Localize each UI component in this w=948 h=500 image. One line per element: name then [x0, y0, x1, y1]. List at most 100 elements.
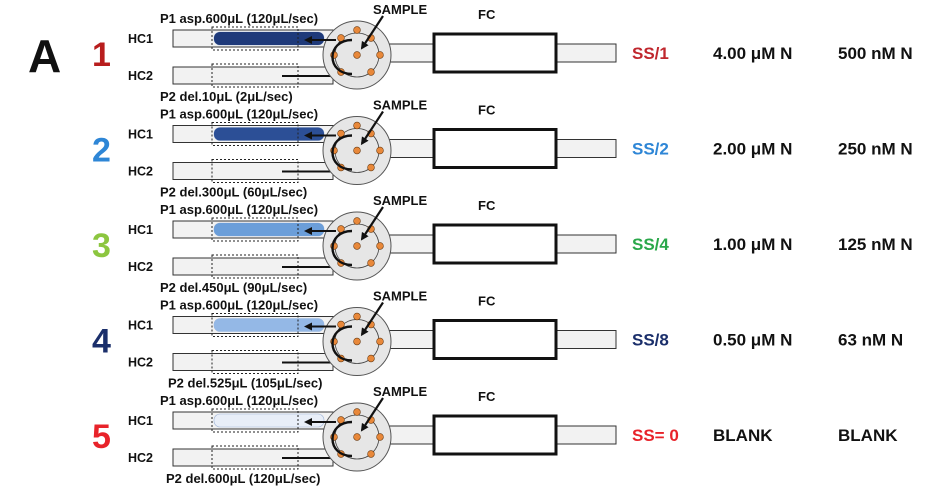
hc1-dotted-box — [211, 217, 299, 242]
p2-deliver-label: P2 del.450μL (90μL/sec) — [160, 280, 307, 295]
concentration-nm: 500 nM N — [838, 44, 913, 63]
sample-label: SAMPLE — [373, 98, 428, 113]
hc1-liquid — [214, 127, 324, 141]
concentration-um: BLANK — [713, 426, 773, 445]
hc1-label: HC1 — [128, 128, 153, 142]
flow-cell-box — [432, 414, 558, 456]
sample-arrow — [360, 397, 384, 432]
p2-deliver-label: P2 del.300μL (60μL/sec) — [160, 185, 307, 200]
dilution-ratio: SS/2 — [632, 140, 669, 159]
p2-deliver-label: P2 del.10μL (2μL/sec) — [160, 89, 293, 104]
dilution-ratio: SS/4 — [632, 235, 669, 254]
valve-loop — [331, 420, 353, 458]
flow-cell-box — [432, 319, 558, 360]
concentration-nm: 63 nM N — [838, 331, 903, 350]
hc2-label: HC2 — [128, 165, 153, 179]
concentration-um: 4.00 μM N — [713, 44, 792, 63]
valve-port-8 — [353, 337, 361, 346]
dilution-step-2: 2 P1 asp.600μL (120μL/sec) SAMPLE FC HC1HC2P… — [92, 98, 913, 200]
dilution-step-3: 3 P1 asp.600μL (120μL/sec) SAMPLE FC HC1HC2P… — [92, 193, 913, 295]
hc1-liquid — [214, 223, 324, 236]
fc-label: FC — [478, 198, 496, 213]
hc1-label: HC1 — [128, 414, 153, 428]
panel-label: A — [28, 30, 61, 82]
fc-label: FC — [478, 389, 496, 404]
p1-aspirate-label: P1 asp.600μL (120μL/sec) — [160, 11, 318, 26]
concentration-nm: BLANK — [838, 426, 898, 445]
sample-arrow — [360, 15, 384, 50]
hc2-label: HC2 — [128, 451, 153, 465]
hc1-dotted-box — [211, 122, 299, 146]
valve-loop — [331, 229, 353, 267]
valve-loop — [331, 134, 353, 171]
step-number: 4 — [92, 323, 111, 361]
valve-port-8 — [353, 51, 361, 59]
valve-port-6 — [367, 450, 375, 458]
p1-aspirate-label: P1 asp.600μL (120μL/sec) — [160, 393, 318, 408]
sample-label: SAMPLE — [373, 2, 428, 17]
valve-port-7 — [353, 312, 361, 321]
flow-cell-box — [432, 32, 558, 74]
valve-port-8 — [353, 242, 361, 250]
dilution-step-4: 4 P1 asp.600μL (120μL/sec) SAMPLE FC HC1HC2P… — [92, 289, 903, 391]
sample-arrow — [360, 301, 384, 337]
dilution-ratio: SS/1 — [632, 44, 669, 63]
concentration-um: 1.00 μM N — [713, 235, 792, 254]
valve-port-6 — [367, 259, 375, 267]
valve-port-4 — [376, 433, 384, 441]
dilution-ratio: SS/8 — [632, 331, 669, 350]
fc-label: FC — [478, 103, 496, 118]
hc1-dotted-box — [211, 26, 299, 51]
hc1-label: HC1 — [128, 223, 153, 237]
valve-loop — [331, 38, 353, 76]
hc2-label: HC2 — [128, 356, 153, 370]
hc1-dotted-box — [211, 408, 299, 433]
step-number: 2 — [92, 132, 111, 170]
fc-label: FC — [478, 294, 496, 309]
sample-label: SAMPLE — [373, 193, 428, 208]
hc1-dotted-box — [211, 313, 299, 337]
step-number: 3 — [92, 227, 111, 265]
valve-port-7 — [353, 121, 361, 130]
valve-loop — [331, 325, 353, 362]
valve-port-6 — [367, 354, 375, 363]
hc1-liquid — [214, 318, 324, 332]
p1-aspirate-label: P1 asp.600μL (120μL/sec) — [160, 202, 318, 217]
dilution-ratio: SS= 0 — [632, 426, 679, 445]
sample-arrow — [360, 110, 384, 146]
p2-deliver-label: P2 del.525μL (105μL/sec) — [168, 376, 322, 391]
hc1-label: HC1 — [128, 32, 153, 46]
valve-port-6 — [367, 68, 375, 76]
flow-cell-box — [432, 223, 558, 265]
concentration-um: 2.00 μM N — [713, 140, 792, 159]
p1-aspirate-label: P1 asp.600μL (120μL/sec) — [160, 298, 318, 313]
flow-cell-box — [432, 128, 558, 169]
hc1-liquid — [214, 32, 324, 45]
valve-port-6 — [367, 163, 375, 172]
hc1-label: HC1 — [128, 319, 153, 333]
valve-port-8 — [353, 146, 361, 155]
dilution-step-5: 5 P1 asp.600μL (120μL/sec) SAMPLE FC HC1HC2P… — [92, 384, 898, 486]
step-number: 1 — [92, 36, 111, 74]
concentration-nm: 250 nM N — [838, 140, 913, 159]
valve-port-4 — [376, 51, 384, 59]
sample-arrow — [360, 206, 384, 241]
concentration-um: 0.50 μM N — [713, 331, 792, 350]
p1-aspirate-label: P1 asp.600μL (120μL/sec) — [160, 107, 318, 122]
valve-port-4 — [376, 146, 384, 155]
concentration-nm: 125 nM N — [838, 235, 913, 254]
valve-port-7 — [353, 408, 361, 416]
hc2-label: HC2 — [128, 260, 153, 274]
hc1-liquid-outline — [213, 413, 325, 428]
sample-label: SAMPLE — [373, 384, 428, 399]
sample-label: SAMPLE — [373, 289, 428, 304]
valve-port-4 — [376, 242, 384, 250]
step-number: 5 — [92, 418, 111, 456]
valve-port-7 — [353, 26, 361, 34]
fc-label: FC — [478, 7, 496, 22]
p2-deliver-label: P2 del.600μL (120μL/sec) — [166, 471, 320, 486]
valve-port-7 — [353, 217, 361, 225]
